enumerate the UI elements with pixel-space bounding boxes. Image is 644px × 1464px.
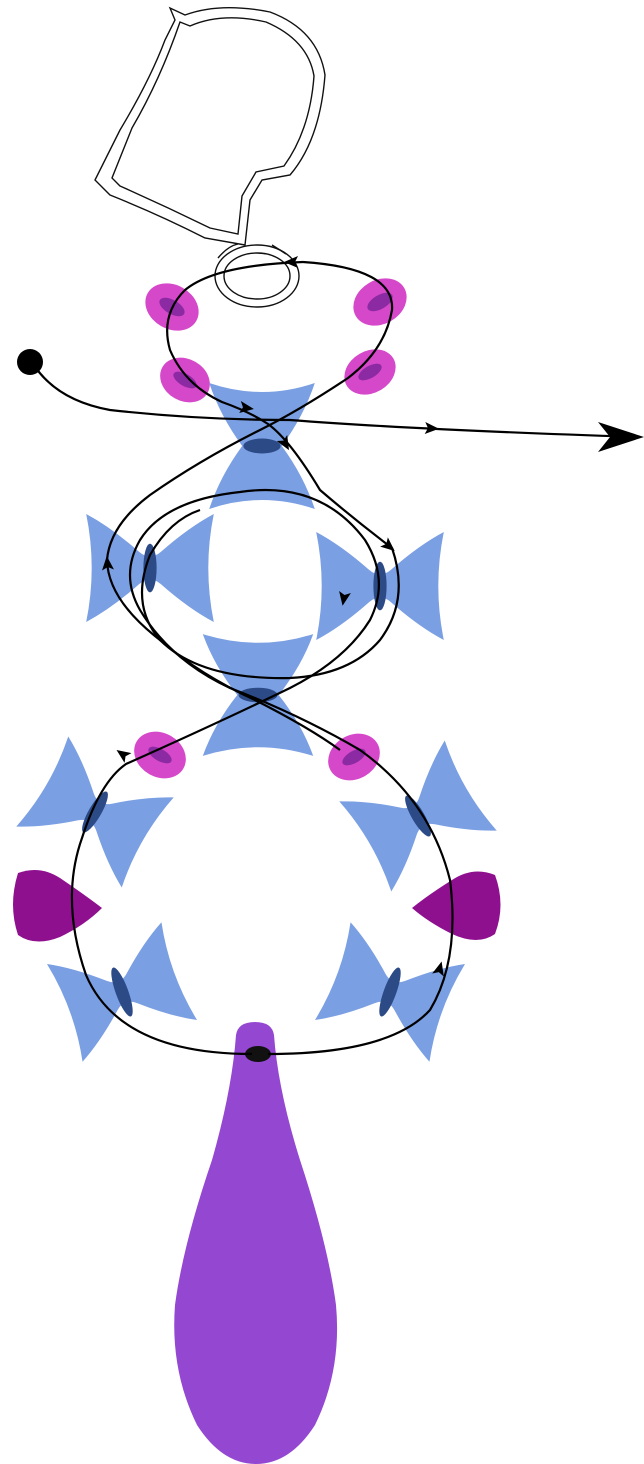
corrector-magnet	[160, 357, 210, 403]
quadrupole-magnet	[339, 740, 497, 892]
dipole-magnet	[412, 871, 501, 940]
beam-trajectories	[31, 260, 641, 1056]
corrector-magnet	[353, 278, 407, 326]
trajectory-inner-return	[140, 508, 400, 680]
dipole-magnets	[13, 869, 501, 942]
exit-arrow-icon	[598, 422, 644, 452]
injector-drop-icon	[174, 1022, 338, 1464]
arrow-icon	[432, 961, 444, 977]
quadrupole-magnets	[16, 383, 497, 1062]
arrow-icon	[276, 435, 289, 451]
trajectory-lower-ring	[70, 488, 454, 1056]
quadrupole-magnet	[202, 634, 314, 756]
quadrupole-magnet	[316, 532, 444, 640]
beam-spot	[245, 1046, 271, 1062]
direction-arrows	[102, 256, 444, 977]
trajectory-upper-loop	[105, 260, 394, 751]
arrow-icon	[239, 401, 254, 413]
trajectory-upper-loop-b	[166, 260, 393, 549]
quadrupole-magnet	[209, 383, 315, 509]
detector-outline-icon	[94, 6, 326, 308]
corrector-magnets-upper	[145, 278, 407, 403]
trajectory-main	[31, 361, 641, 439]
corrector-magnet	[344, 349, 396, 395]
arrow-icon	[380, 537, 395, 551]
arrow-icon	[284, 256, 298, 268]
arrow-icon	[339, 590, 351, 606]
corrector-magnet	[134, 731, 186, 779]
quadrupole-magnet	[86, 514, 214, 622]
source-dot-icon	[17, 349, 43, 375]
arrow-icon	[424, 422, 439, 434]
dipole-magnet	[13, 869, 102, 942]
arrow-icon	[102, 556, 114, 571]
quadrupole-magnet	[314, 922, 466, 1062]
corrector-magnet	[328, 733, 380, 781]
quadrupole-magnet	[46, 922, 198, 1062]
arrow-icon	[116, 749, 132, 763]
